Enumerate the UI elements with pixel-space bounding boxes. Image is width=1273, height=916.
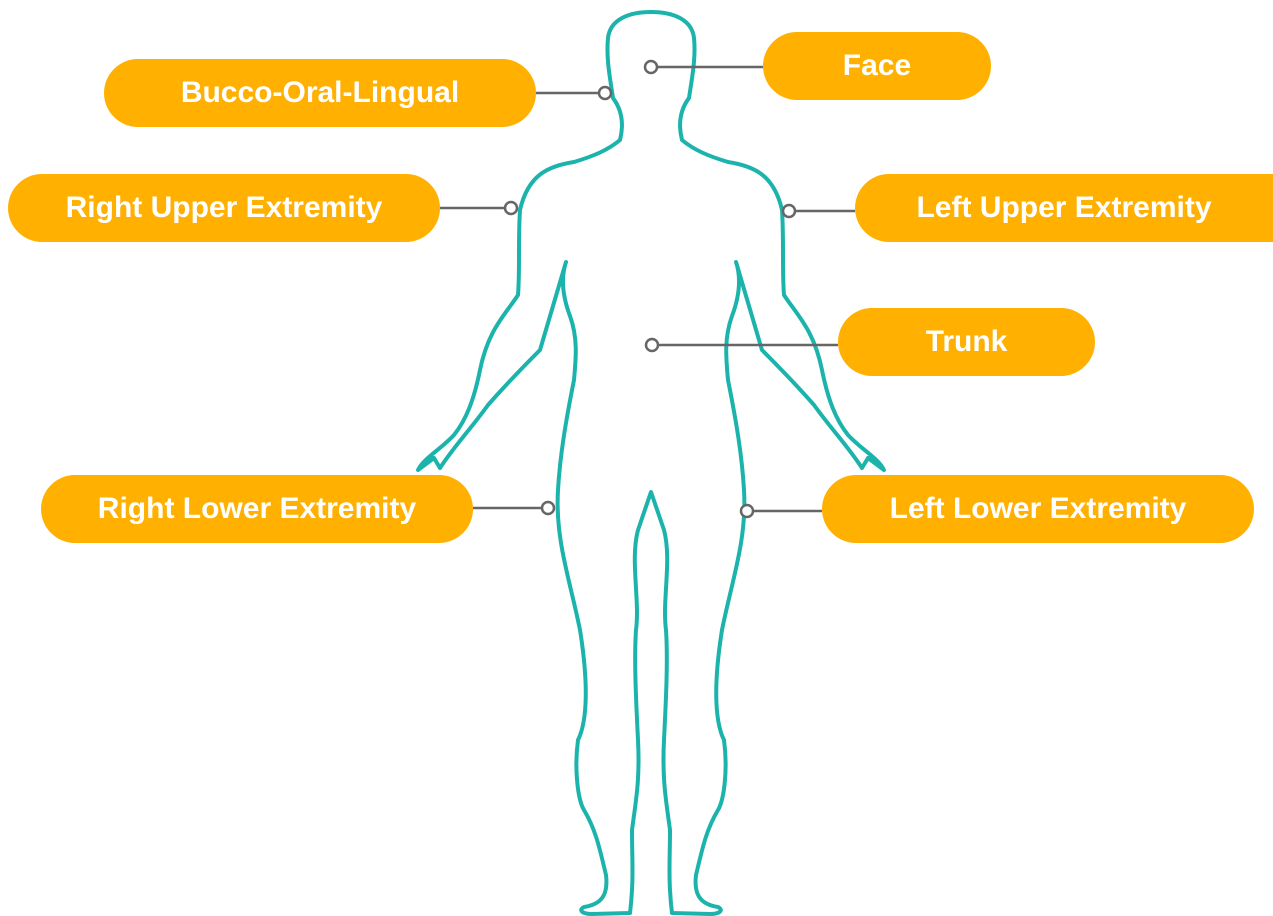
body-outline bbox=[418, 12, 884, 914]
label-right-upper-extremity: Right Upper Extremity bbox=[8, 174, 440, 242]
marker-right-upper-extremity bbox=[505, 202, 517, 214]
label-left-upper-extremity: Left Upper Extremity bbox=[855, 174, 1273, 242]
label-bucco-oral-lingual: Bucco-Oral-Lingual bbox=[104, 59, 536, 127]
marker-trunk bbox=[646, 339, 658, 351]
marker-left-lower-extremity bbox=[741, 505, 753, 517]
label-left-lower-extremity: Left Lower Extremity bbox=[822, 475, 1254, 543]
marker-left-upper-extremity bbox=[783, 205, 795, 217]
marker-bucco-oral-lingual bbox=[599, 87, 611, 99]
marker-right-lower-extremity bbox=[542, 502, 554, 514]
marker-face bbox=[645, 61, 657, 73]
label-right-lower-extremity: Right Lower Extremity bbox=[41, 475, 473, 543]
label-face: Face bbox=[763, 32, 991, 100]
label-trunk: Trunk bbox=[838, 308, 1095, 376]
